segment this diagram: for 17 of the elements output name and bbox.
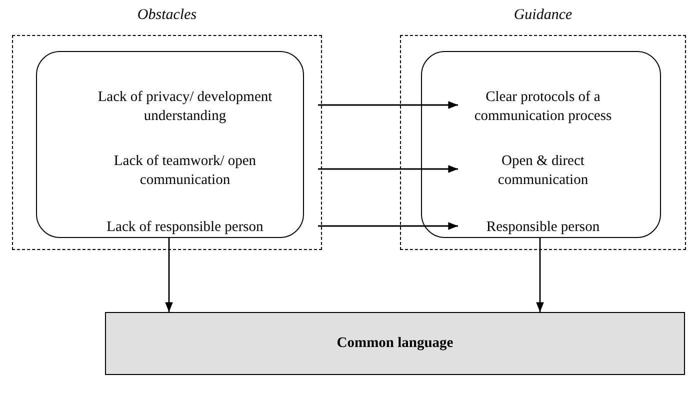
- arrow: [318, 101, 458, 109]
- item-text: Open & direct communication: [460, 152, 626, 190]
- rounded-panel: [421, 51, 661, 238]
- item-text: Lack of privacy/ development understanding: [50, 88, 320, 126]
- result-box: [105, 312, 685, 375]
- item-text: Lack of teamwork/ open communication: [50, 152, 320, 190]
- item-text: Clear protocols of a communication process: [460, 88, 626, 126]
- arrow: [165, 237, 173, 312]
- item-text: Responsible person: [460, 218, 626, 238]
- result-label: Common language: [336, 334, 454, 353]
- arrow: [536, 237, 544, 312]
- arrow: [318, 165, 458, 173]
- arrow: [318, 222, 458, 230]
- group-heading: Guidance: [512, 7, 574, 24]
- group-heading: Obstacles: [136, 7, 198, 24]
- rounded-panel: [36, 51, 304, 238]
- item-text: Lack of responsible person: [50, 218, 320, 238]
